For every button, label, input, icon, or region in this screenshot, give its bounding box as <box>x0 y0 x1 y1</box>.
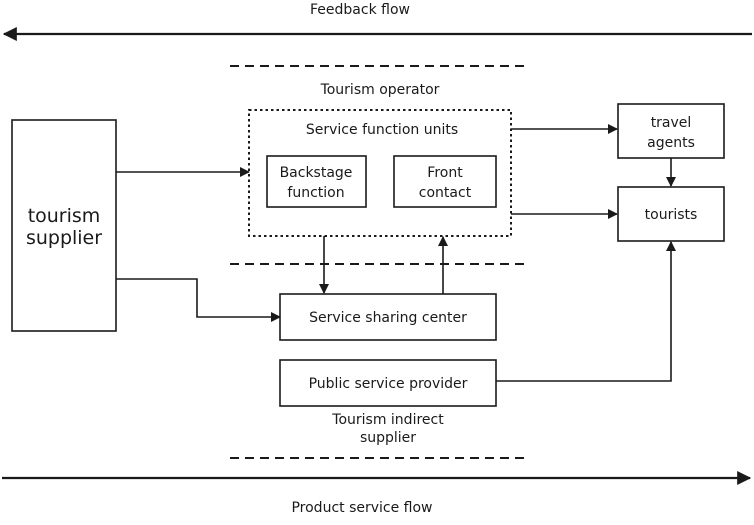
product-service-flow-label: Product service flow <box>291 500 432 516</box>
tourism-supplier-box <box>11 119 117 332</box>
tourism-supplier-label-line2: supplier <box>26 227 102 249</box>
supplier-to-sharing-center-arrow <box>116 278 281 322</box>
travel-agents-label-line2: agents <box>647 135 695 151</box>
front-contact-label-line1: Front <box>427 165 463 181</box>
tourists-label: tourists <box>645 207 698 223</box>
public-service-provider-label: Public service provider <box>309 376 468 392</box>
service-sharing-center-box <box>279 293 497 341</box>
backstage-function-label-line1: Backstage <box>280 165 353 181</box>
service-sharing-center-label: Service sharing center <box>309 310 467 326</box>
tourism-indirect-label-line2: supplier <box>360 430 416 446</box>
travel-agents-label-line1: travel <box>651 115 692 131</box>
service-function-units-label: Service function units <box>306 122 458 138</box>
backstage-function-label-line2: function <box>287 185 344 201</box>
backstage-function-box <box>266 155 367 208</box>
service-function-units-box <box>248 109 512 237</box>
feedback-flow-label: Feedback flow <box>310 2 410 18</box>
front-contact-label-line2: contact <box>419 185 472 201</box>
tourism-supplier-label-line1: tourism <box>28 205 101 227</box>
tourism-operator-label: Tourism operator <box>320 82 440 98</box>
public-service-provider-box <box>279 359 497 407</box>
front-contact-box <box>393 155 497 208</box>
tourism-indirect-label-line1: Tourism indirect <box>331 412 444 428</box>
public-provider-to-tourists-arrow <box>496 241 676 382</box>
